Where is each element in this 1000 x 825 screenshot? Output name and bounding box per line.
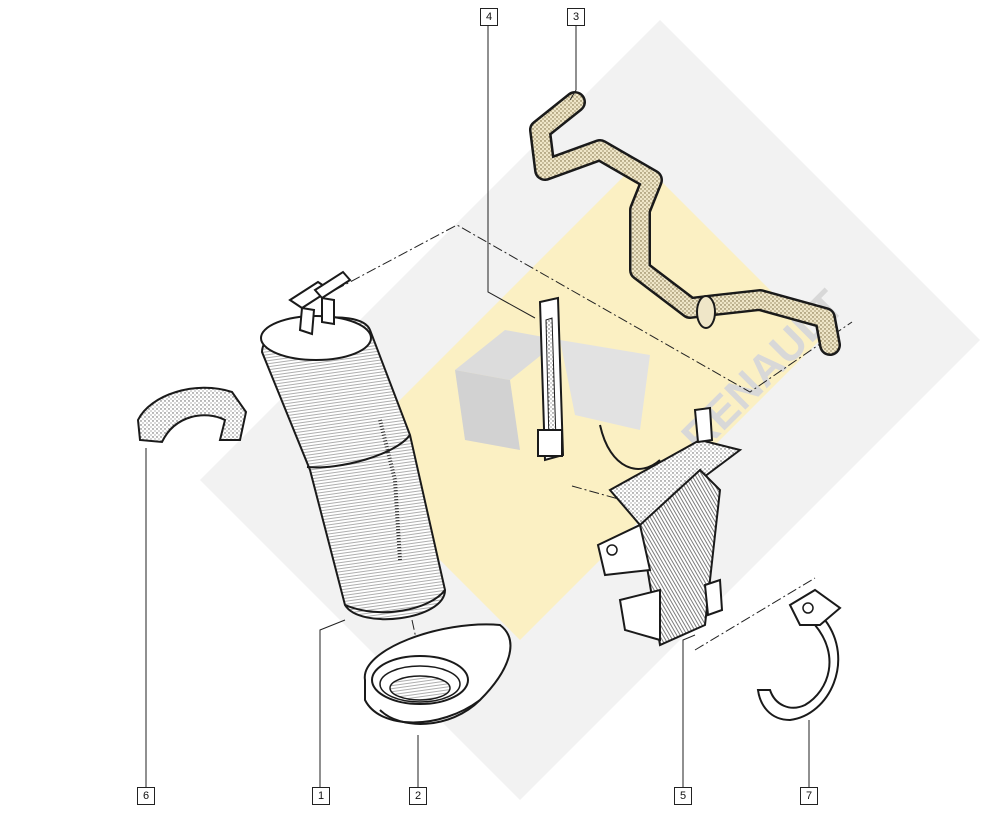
strap-icon (537, 296, 565, 462)
callout-5: 5 (674, 787, 692, 805)
leader-1 (319, 619, 346, 787)
clamp-route-line (694, 577, 816, 651)
callout-4: 4 (480, 8, 498, 26)
callout-2: 2 (409, 787, 427, 805)
canister-base-icon (363, 623, 512, 725)
callout-7: 7 (800, 787, 818, 805)
leader-3 (569, 25, 577, 101)
canister-ports (288, 270, 352, 336)
clamp-icon (136, 386, 248, 444)
leader-lines (145, 25, 810, 787)
hose-icon (529, 91, 841, 356)
callout-6: 6 (137, 787, 155, 805)
hose-route-line (334, 224, 853, 393)
leader-4 (487, 25, 536, 319)
renault-logo-icon (455, 330, 650, 450)
canister-icon (260, 270, 447, 621)
band-clamp-icon (756, 588, 842, 722)
bracket-icon (596, 406, 743, 647)
callout-3: 3 (567, 8, 585, 26)
leader-5 (682, 634, 696, 787)
callout-1: 1 (312, 787, 330, 805)
